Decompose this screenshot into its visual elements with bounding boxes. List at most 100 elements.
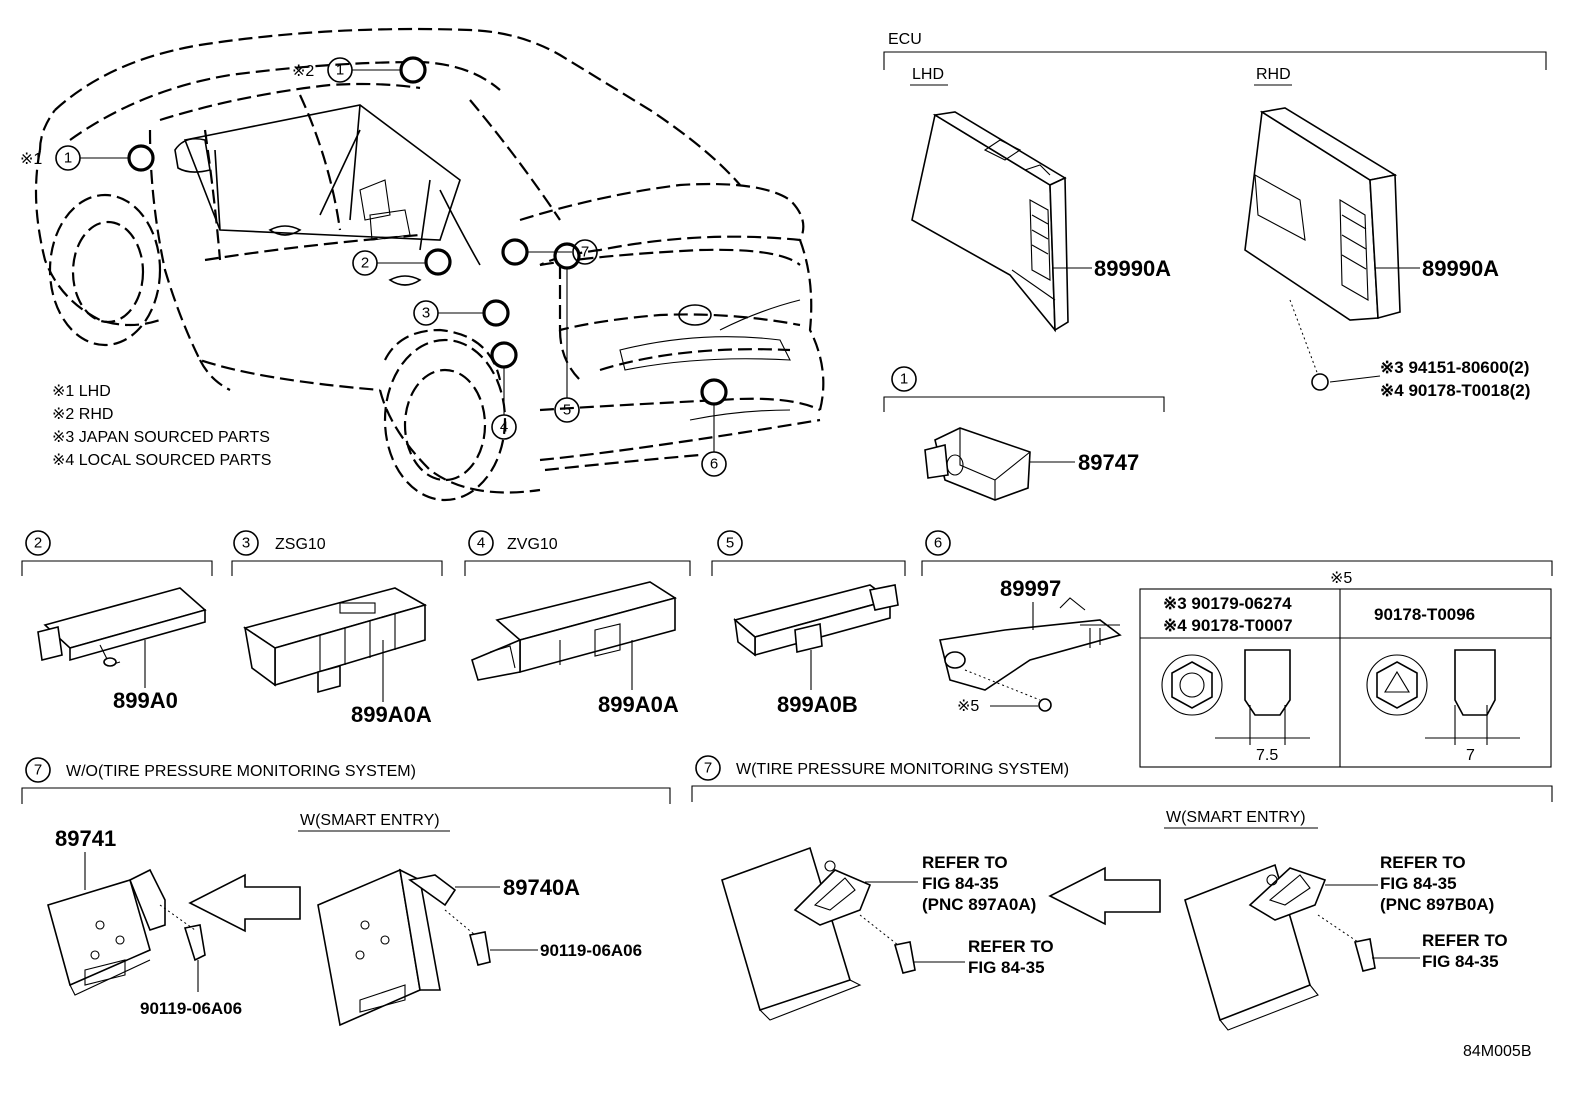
tpms-unit-left-drawing [721, 846, 916, 1021]
bolt-90119-06a06-right: 90119-06A06 [540, 941, 642, 960]
location-marker-2 [424, 248, 452, 276]
section-7a-subtitle: W(SMART ENTRY) [300, 812, 440, 829]
part-number-89990a-rhd: 89990A [1422, 256, 1499, 281]
part-number-89740a: 89740A [503, 875, 580, 900]
section-6: 6 89997 ※5 ※5 ※3 90179-06274 ※4 90178-T0… [921, 530, 1553, 768]
reference-mark-5: ※5 [957, 698, 979, 715]
svg-text:4: 4 [500, 419, 508, 436]
callout-7: 7 [572, 239, 598, 265]
left-bolt-refer-line-2: FIG 84-35 [968, 958, 1045, 977]
section-7-with-tpms: 7 W(TIRE PRESSURE MONITORING SYSTEM) W(S… [691, 755, 1553, 1031]
fastener-note-2: ※4 90178-T0018(2) [1380, 381, 1530, 400]
nut-left-line-1: ※3 90179-06274 [1163, 594, 1292, 613]
part-number-899a0: 899A0 [113, 688, 178, 713]
sensor-899a0b-drawing [733, 584, 899, 657]
footnote-list: ※1 LHD ※2 RHD ※3 JAPAN SOURCED PARTS ※4 … [52, 383, 271, 469]
part-number-899a0a-zsg10: 899A0A [351, 702, 432, 727]
left-refer-line-3: (PNC 897A0A) [922, 895, 1036, 914]
location-marker-7 [501, 238, 529, 266]
lhd-label: LHD [912, 66, 944, 83]
svg-text:7: 7 [581, 244, 589, 261]
variant-zvg10: ZVG10 [507, 536, 558, 553]
right-bolt-refer-line-2: FIG 84-35 [1422, 952, 1499, 971]
svg-text:3: 3 [422, 305, 430, 322]
footnote-4: ※4 LOCAL SOURCED PARTS [52, 452, 271, 469]
footnote-3: ※3 JAPAN SOURCED PARTS [52, 429, 270, 446]
sensor-899a0-drawing [37, 587, 207, 667]
location-marker-1-lhd [127, 144, 155, 172]
figure-code: 84M005B [1463, 1043, 1532, 1060]
rhd-label: RHD [1256, 66, 1291, 83]
location-marker-4 [490, 341, 518, 369]
svg-text:6: 6 [710, 456, 718, 473]
bracket-89997-drawing [939, 597, 1122, 712]
footnote-2: ※2 RHD [52, 406, 113, 423]
ecu-title: ECU [888, 31, 922, 48]
svg-text:7: 7 [34, 762, 42, 779]
receiver-89747-drawing [924, 427, 1031, 501]
callout-1-rhd: ※2 1 [292, 57, 353, 83]
sensor-899a0a-zvg10-drawing [471, 581, 677, 681]
left-refer-line-1: REFER TO [922, 853, 1008, 872]
section-7a-title: W/O(TIRE PRESSURE MONITORING SYSTEM) [66, 763, 416, 780]
svg-text:2: 2 [361, 255, 369, 272]
left-refer-line-2: FIG 84-35 [922, 874, 999, 893]
nut-right-header: 90178-T0096 [1374, 605, 1475, 624]
section-3: 3 ZSG10 899A0A [231, 530, 443, 727]
sensor-899a0a-zsg10-drawing [243, 587, 428, 694]
ecu-rhd-drawing [1244, 107, 1401, 391]
nut-left-dimension: 7.5 [1256, 747, 1278, 764]
svg-text:1: 1 [64, 150, 72, 167]
unit-89741-drawing [47, 868, 206, 996]
callout-4: 4 [491, 414, 517, 440]
svg-text:6: 6 [934, 535, 942, 552]
right-refer-line-1: REFER TO [1380, 853, 1466, 872]
part-number-899a0a-zvg10: 899A0A [598, 692, 679, 717]
svg-text:※2: ※2 [292, 63, 314, 80]
right-bolt-refer-line-1: REFER TO [1422, 931, 1508, 950]
nut-left-line-2: ※4 90178-T0007 [1163, 616, 1293, 635]
section-5: 5 899A0B [711, 530, 906, 717]
section-7-without-tpms: 7 W/O(TIRE PRESSURE MONITORING SYSTEM) W… [21, 757, 671, 1027]
section-1: 1 89747 [883, 366, 1165, 501]
bolt-90119-06a06-left: 90119-06A06 [140, 999, 242, 1018]
callout-3: 3 [413, 300, 439, 326]
ecu-lhd-drawing [911, 111, 1069, 333]
part-number-899a0b: 899A0B [777, 692, 858, 717]
left-bolt-refer-line-1: REFER TO [968, 937, 1054, 956]
nut-right-dimension: 7 [1466, 747, 1475, 764]
section-7b-subtitle: W(SMART ENTRY) [1166, 809, 1306, 826]
callout-6: 6 [701, 451, 727, 477]
arrow-left-icon [188, 873, 301, 933]
svg-text:4: 4 [477, 535, 485, 552]
callout-1-lhd: ※1 1 [20, 145, 81, 171]
section-2: 2 899A0 [21, 530, 213, 713]
svg-text:1: 1 [336, 62, 344, 79]
location-marker-1-rhd [399, 56, 427, 84]
svg-text:2: 2 [34, 535, 42, 552]
svg-text:7: 7 [704, 760, 712, 777]
callout-2: 2 [352, 250, 378, 276]
svg-text:※1: ※1 [20, 151, 42, 168]
ecu-section: ECU LHD RHD 89990A [883, 31, 1547, 400]
svg-text:3: 3 [242, 535, 250, 552]
variant-zsg10: ZSG10 [275, 536, 326, 553]
part-number-89997: 89997 [1000, 576, 1061, 601]
nut-spec-table: ※5 ※3 90179-06274 ※4 90178-T0007 90178-T… [1139, 570, 1552, 768]
arrow-left-icon-2 [1048, 866, 1161, 926]
svg-text:5: 5 [563, 402, 571, 419]
location-marker-6 [700, 378, 728, 406]
unit-89740a-drawing [317, 868, 491, 1027]
vehicle-illustration: ※1 1 ※2 1 2 3 4 5 6 [20, 27, 825, 502]
callout-5: 5 [554, 397, 580, 423]
location-marker-5 [553, 242, 581, 270]
part-number-89747: 89747 [1078, 450, 1139, 475]
nut-table-title: ※5 [1330, 570, 1352, 587]
right-refer-line-3: (PNC 897B0A) [1380, 895, 1494, 914]
ecu-nut [1311, 373, 1329, 391]
part-number-89990a-lhd: 89990A [1094, 256, 1171, 281]
location-marker-3 [482, 299, 510, 327]
tpms-unit-right-drawing [1184, 863, 1376, 1031]
footnote-1: ※1 LHD [52, 383, 111, 400]
